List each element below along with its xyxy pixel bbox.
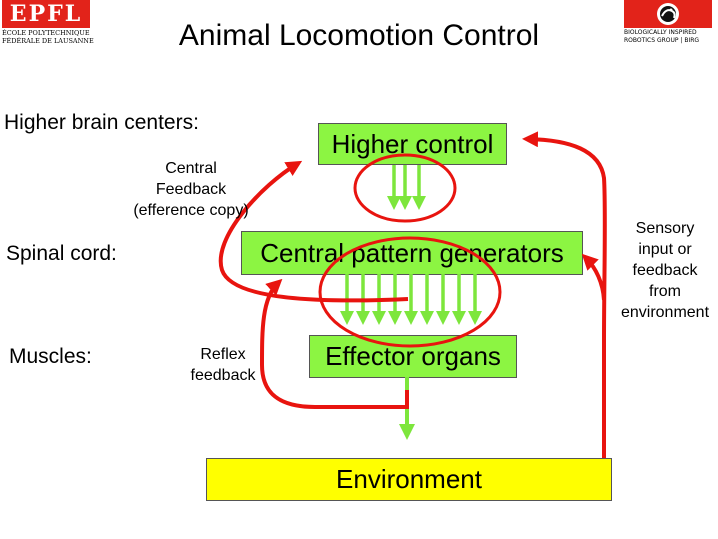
epfl-logo-line-1: ÉCOLE POLYTECHNIQUE <box>2 29 90 37</box>
epfl-logo: EPFL ÉCOLE POLYTECHNIQUE FÉDÉRALE DE LAU… <box>0 0 96 48</box>
label-muscles: Muscles: <box>9 345 92 368</box>
birg-logo-line-1: BIOLOGICALLY INSPIRED <box>624 29 697 36</box>
sensory-input-line-1: Sensory <box>635 220 695 237</box>
central-feedback-line-3: (efference copy) <box>133 202 249 219</box>
epfl-logo-line-2: FÉDÉRALE DE LAUSANNE <box>2 37 94 45</box>
birg-logo-line-2: ROBOTICS GROUP | BIRG <box>624 37 700 44</box>
cpg-ellipse <box>318 236 502 348</box>
higher-control-ellipse <box>353 153 457 223</box>
reflex-feedback-line-2: feedback <box>190 367 256 384</box>
central-feedback-note: Central Feedback (efference copy) <box>116 158 266 221</box>
sensory-input-line-3: feedback <box>632 262 698 279</box>
environment-box: Environment <box>206 458 612 501</box>
cpg-to-effector-arrows <box>340 274 482 325</box>
central-feedback-line-2: Feedback <box>155 181 227 198</box>
reflex-feedback-arrow <box>259 278 409 409</box>
sensory-input-line-2: input or <box>638 241 692 258</box>
robot-salamander-icon <box>657 3 679 25</box>
higher-to-cpg-arrows <box>387 165 426 210</box>
central-feedback-line-1: Central <box>165 160 217 177</box>
sensory-feedback-arrow-to-higher <box>522 131 607 458</box>
reflex-feedback-line-1: Reflex <box>200 346 246 363</box>
label-spinal-cord: Spinal cord: <box>6 242 117 265</box>
label-higher-brain-centers: Higher brain centers: <box>4 111 199 134</box>
sensory-input-line-4: from <box>649 283 681 300</box>
sensory-feedback-arrow-to-cpg <box>581 253 606 301</box>
slide-title: Animal Locomotion Control <box>178 19 540 52</box>
birg-logo: BIOLOGICALLY INSPIRED ROBOTICS GROUP | B… <box>622 0 718 48</box>
central-feedback-arrow <box>218 160 409 303</box>
epfl-logo-mark: EPFL <box>2 0 90 28</box>
birg-logo-mark <box>624 0 712 28</box>
reflex-feedback-note: Reflex feedback <box>180 344 266 386</box>
sensory-input-note: Sensory input or feedback from environme… <box>612 218 718 323</box>
sensory-input-line-5: environment <box>620 304 710 321</box>
